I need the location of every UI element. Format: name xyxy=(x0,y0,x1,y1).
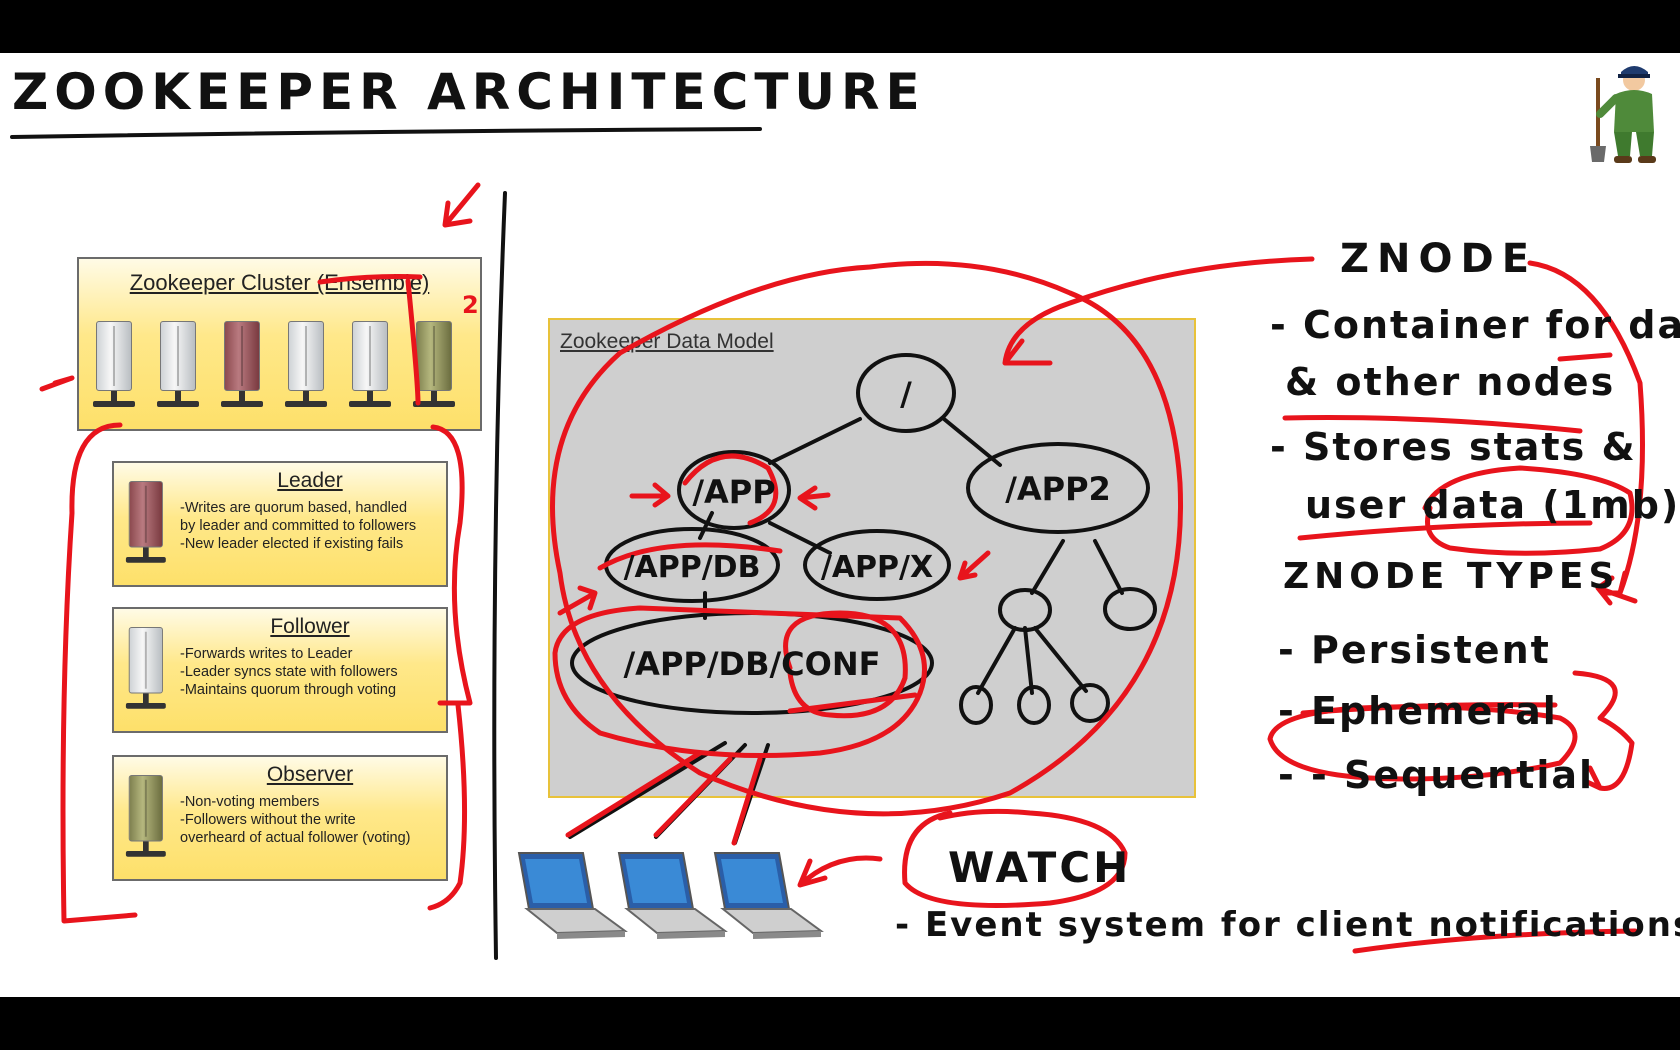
laptop-icon xyxy=(617,852,728,939)
znode-type: - Persistent xyxy=(1278,628,1551,672)
follower-line: -Maintains quorum through voting xyxy=(180,682,397,698)
data-model-panel: Zookeeper Data Model xyxy=(548,318,1196,798)
server-tower-icon xyxy=(283,321,329,409)
laptop-icon xyxy=(517,852,628,939)
slide-title: ZOOKEEPER ARCHITECTURE xyxy=(12,63,926,121)
red-arrow xyxy=(39,375,75,392)
follower-line: -Leader syncs state with followers xyxy=(180,664,398,680)
znode-type: - - Sequential xyxy=(1278,753,1595,797)
znode-types-heading: ZNODE TYPES xyxy=(1283,556,1620,597)
znode-note: - Container for data xyxy=(1270,303,1680,347)
leader-title: Leader xyxy=(277,469,343,492)
znode-note: user data (1mb) xyxy=(1305,483,1680,527)
server-tower-icon xyxy=(124,775,168,859)
cluster-panel: Zookeeper Cluster (Ensemble) xyxy=(77,257,482,431)
watch-description: - Event system for client notifications xyxy=(895,905,1680,945)
cluster-title: Zookeeper Cluster (Ensemble) xyxy=(129,270,430,295)
server-tower-icon xyxy=(155,321,201,409)
observer-line: -Followers without the write xyxy=(180,812,356,828)
follower-panel: Follower -Forwards writes to Leader -Lea… xyxy=(112,607,448,733)
cluster-divider xyxy=(492,191,507,960)
follower-line: -Forwards writes to Leader xyxy=(180,646,353,662)
whiteboard-slide: ZOOKEEPER ARCHITECTURE Zookeeper Cluster… xyxy=(0,53,1680,997)
leader-line: -Writes are quorum based, handled xyxy=(180,500,408,516)
server-tower-icon xyxy=(91,321,137,409)
server-tower-icon xyxy=(124,627,168,711)
leader-description: -Writes are quorum based, handled by lea… xyxy=(180,499,416,553)
title-underline xyxy=(10,127,762,139)
laptop-icon xyxy=(713,852,824,939)
watch-heading: WATCH xyxy=(948,843,1132,892)
znode-note: & other nodes xyxy=(1285,360,1616,404)
server-tower-icon xyxy=(347,321,393,409)
red-underline xyxy=(1557,352,1613,362)
observer-line: overheard of actual follower (voting) xyxy=(180,830,411,846)
server-tower-icon xyxy=(219,321,265,409)
leader-line: by leader and committed to followers xyxy=(180,518,417,534)
znode-note: - Stores stats & xyxy=(1270,425,1637,469)
znode-type: - Ephemeral xyxy=(1278,689,1558,733)
leader-panel: Leader -Writes are quorum based, handled… xyxy=(112,461,448,587)
observer-panel: Observer -Non-voting members -Followers … xyxy=(112,755,448,881)
observer-description: -Non-voting members -Followers without t… xyxy=(180,793,411,847)
follower-description: -Forwards writes to Leader -Leader syncs… xyxy=(180,645,398,699)
zookeeper-mascot-icon xyxy=(1590,66,1656,163)
observer-title: Observer xyxy=(266,763,354,786)
follower-title: Follower xyxy=(270,615,350,638)
server-row xyxy=(91,321,471,411)
server-tower-icon xyxy=(124,481,168,565)
server-tower-icon xyxy=(411,321,457,409)
data-model-title: Zookeeper Data Model xyxy=(560,330,774,353)
red-arrow xyxy=(442,182,481,228)
znode-heading: ZNODE xyxy=(1340,236,1538,282)
leader-line: -New leader elected if existing fails xyxy=(180,536,404,552)
observer-line: -Non-voting members xyxy=(180,794,320,810)
